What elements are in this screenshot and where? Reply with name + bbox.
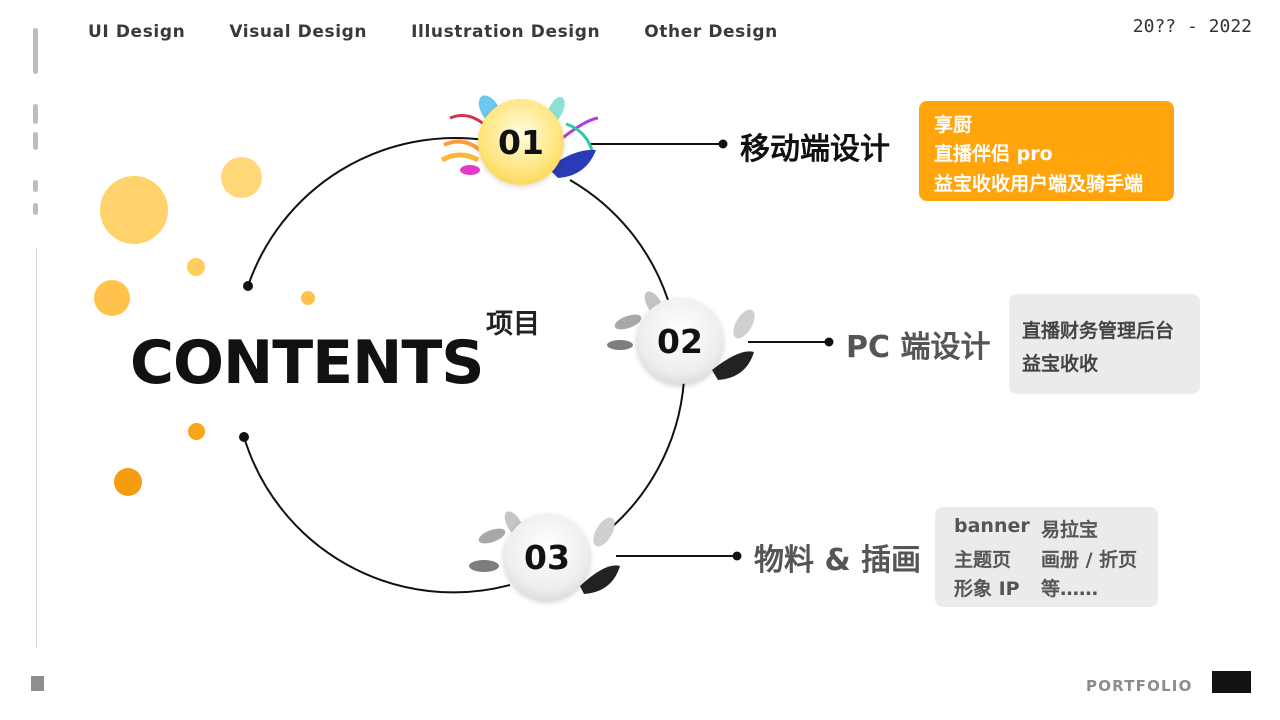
arc-end-dot bbox=[243, 281, 253, 291]
nav-ui-design[interactable]: UI Design bbox=[88, 22, 186, 42]
nav-illustration-design[interactable]: Illustration Design bbox=[411, 22, 601, 42]
section-title-pc[interactable]: PC 端设计 bbox=[846, 330, 991, 365]
section-title-mobile[interactable]: 移动端设计 bbox=[740, 132, 890, 167]
side-indicator-5 bbox=[33, 203, 38, 215]
section-box-mobile: 享厨 直播伴侣 pro 益宝收收用户端及骑手端 bbox=[919, 101, 1174, 201]
project-item: 直播财务管理后台 bbox=[1022, 320, 1175, 342]
section-number-01[interactable]: 01 bbox=[478, 99, 564, 185]
nav-visual-design[interactable]: Visual Design bbox=[229, 22, 368, 42]
decor-bubble bbox=[187, 258, 205, 276]
decor-bubble bbox=[94, 280, 130, 316]
project-item: 形象 IP bbox=[954, 578, 1020, 600]
corner-square bbox=[31, 676, 44, 691]
decor-bubble bbox=[188, 423, 205, 440]
project-item: 易拉宝 bbox=[1041, 519, 1099, 541]
project-item: 享厨 bbox=[934, 114, 973, 136]
project-label: 项目 bbox=[486, 309, 540, 340]
project-item: 益宝收收 bbox=[1022, 353, 1099, 375]
decor-bubble bbox=[301, 291, 315, 305]
project-item: 主题页 bbox=[954, 549, 1012, 571]
project-item: 直播伴侣 pro bbox=[934, 143, 1053, 165]
arc-end-dot bbox=[239, 432, 249, 442]
footer-block bbox=[1212, 671, 1251, 693]
portfolio-label: PORTFOLIO bbox=[1086, 677, 1193, 695]
year-range: 20?? - 2022 bbox=[1132, 16, 1252, 37]
connector-dot-02 bbox=[824, 337, 834, 347]
connector-dot-03 bbox=[732, 551, 742, 561]
project-item: 等…… bbox=[1041, 578, 1099, 600]
section-number-02[interactable]: 02 bbox=[637, 298, 723, 384]
connector-dot-01 bbox=[718, 139, 728, 149]
side-indicator-3 bbox=[33, 132, 38, 150]
project-item: 画册 / 折页 bbox=[1041, 549, 1138, 571]
leaf-decoration-gray-03 bbox=[469, 511, 620, 594]
side-indicator-2 bbox=[33, 104, 38, 124]
section-title-materials[interactable]: 物料 & 插画 bbox=[754, 543, 922, 578]
section-number-03[interactable]: 03 bbox=[504, 514, 590, 600]
section-box-materials: banner 易拉宝 主题页 画册 / 折页 形象 IP 等…… bbox=[935, 507, 1158, 607]
section-box-pc: 直播财务管理后台 益宝收收 bbox=[1009, 294, 1200, 394]
side-divider bbox=[36, 248, 37, 648]
circle-arc-bottom bbox=[243, 436, 511, 594]
nav-other-design[interactable]: Other Design bbox=[644, 22, 778, 42]
leaf-decoration-gray-02 bbox=[607, 291, 755, 380]
leaf-decoration-colorful bbox=[440, 95, 599, 178]
project-item: 益宝收收用户端及骑手端 bbox=[934, 173, 1144, 195]
decor-bubble bbox=[114, 468, 142, 496]
side-indicator-1 bbox=[33, 28, 38, 74]
contents-title: CONTENTS bbox=[130, 328, 485, 398]
circle-arc-top bbox=[247, 137, 486, 287]
side-indicator-4 bbox=[33, 180, 38, 192]
project-item: banner bbox=[954, 515, 1030, 537]
circle-arc-right-lower bbox=[595, 379, 685, 541]
circle-arc-right bbox=[569, 179, 669, 301]
decor-bubble bbox=[100, 176, 168, 244]
decor-bubble bbox=[221, 157, 262, 198]
top-nav: UI Design Visual Design Illustration Des… bbox=[88, 22, 822, 42]
